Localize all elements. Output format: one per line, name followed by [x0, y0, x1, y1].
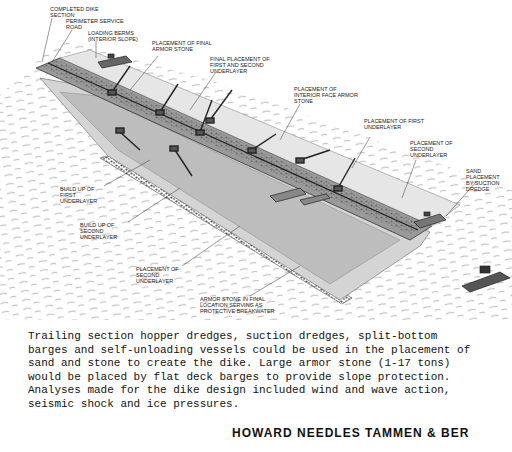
- dike-crest: [36, 58, 432, 240]
- callout-label: BUILD UP OF FIRST UNDERLAYER: [60, 186, 104, 204]
- callout-label: PLACEMENT OF SECOND UNDERLAYER: [136, 266, 186, 284]
- firm-name: HOWARD NEEDLES TAMMEN & BER: [232, 426, 469, 440]
- caption: Trailing section hopper dredges, suction…: [28, 330, 480, 412]
- callout-label: FINAL PLACEMENT OF FIRST AND SECOND UNDE…: [210, 56, 280, 74]
- callout-label: LOADING BERMS (INTERIOR SLOPE): [88, 30, 158, 42]
- cranes: [108, 66, 355, 191]
- dike-stone: [40, 60, 426, 234]
- dike-illustration: [0, 0, 512, 320]
- callout-label: ARMOR STONE IN FINAL LOCATION SERVING AS…: [200, 296, 276, 314]
- callout-label: PLACEMENT OF INTERIOR FACE ARMOR STONE: [294, 86, 358, 104]
- callout-label: PERIMETER SERVICE ROAD: [66, 18, 136, 30]
- callout-label: SAND PLACEMENT BY SUCTION DREDGE: [466, 168, 508, 192]
- callout-label: BUILD UP OF SECOND UNDERLAYER: [80, 222, 130, 240]
- service-road: [48, 63, 418, 230]
- interior-slope: [60, 50, 460, 226]
- leader-lines: [42, 18, 476, 296]
- callout-label: PLACEMENT OF SECOND UNDERLAYER: [410, 140, 470, 158]
- callout-label: PLACEMENT OF FINAL ARMOR STONE: [152, 40, 212, 52]
- vessels: [98, 54, 510, 292]
- callout-label: COMPLETED DIKE SECTION: [50, 6, 120, 18]
- callout-label: PLACEMENT OF FIRST UNDERLAYER: [364, 118, 424, 130]
- water-surface: [0, 40, 512, 320]
